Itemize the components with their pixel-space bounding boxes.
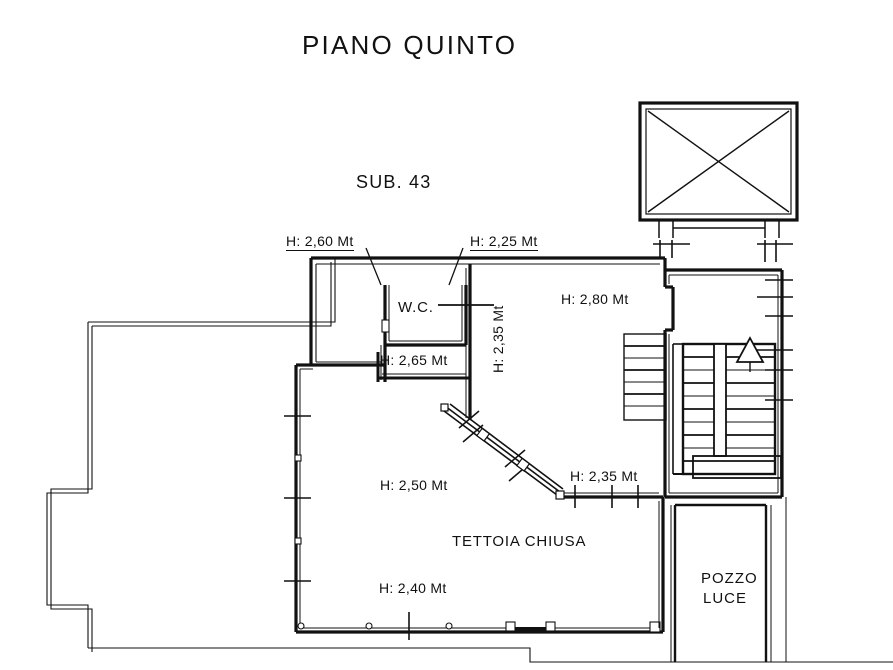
height-label-2-80: H: 2,80 Mt xyxy=(561,291,629,307)
diagonal-wall-hatch xyxy=(458,410,530,482)
diagonal-wall xyxy=(443,403,564,496)
subtitle-sub-43: SUB. 43 xyxy=(356,172,432,192)
room-label-pozzo: POZZO xyxy=(701,570,758,587)
elevator-shaft-base xyxy=(658,220,780,238)
wall-tick-marks-left xyxy=(284,415,311,582)
room-label-tettoia-chiusa: TETTOIA CHIUSA xyxy=(452,533,587,550)
elevator-shaft xyxy=(638,101,799,222)
pozzo-luce-walls xyxy=(673,503,768,662)
staircase-left-flight xyxy=(672,343,775,475)
tettoia-right-wall xyxy=(560,495,665,632)
diagonal-wall-openings xyxy=(440,403,565,500)
height-label-2-35-vertical: H: 2,35 Mt xyxy=(490,305,506,373)
step-wall xyxy=(296,345,387,382)
room-label-wc: W.C. xyxy=(398,299,434,316)
staircase-right-flight xyxy=(681,342,777,476)
unit-walls xyxy=(309,256,667,365)
tettoia-right-wall-inner xyxy=(559,492,660,628)
room-label-luce: LUCE xyxy=(703,590,748,607)
bottom-wall-thick-segment xyxy=(515,627,546,631)
height-label-2-25: H: 2,25 Mt xyxy=(470,233,538,251)
right-wall-ticks xyxy=(574,485,639,508)
stair-lower-landing xyxy=(692,455,782,479)
height-label-2-60: H: 2,60 Mt xyxy=(286,233,354,251)
bottom-wall-markers xyxy=(297,621,661,633)
pozzo-luce-walls-inner xyxy=(670,497,787,662)
step-wall-inner xyxy=(316,345,382,380)
unit-walls-inner xyxy=(315,263,660,362)
height-label-2-65: H: 2,65 Mt xyxy=(380,352,448,368)
leader-lines xyxy=(365,247,464,286)
height-label-2-35: H: 2,35 Mt xyxy=(570,468,638,484)
height-label-2-50: H: 2,50 Mt xyxy=(380,477,448,493)
staircase-upper-left-flight xyxy=(623,333,667,421)
height-label-2-40: H: 2,40 Mt xyxy=(379,580,447,596)
wc-wall-stub xyxy=(381,319,390,333)
page-title: PIANO QUINTO xyxy=(302,30,518,60)
tettoia-left-wall-inner xyxy=(296,364,316,628)
corridor-walls xyxy=(376,352,470,382)
stair-center-stringer xyxy=(713,343,727,457)
wall-opening-markers-left xyxy=(294,454,302,545)
